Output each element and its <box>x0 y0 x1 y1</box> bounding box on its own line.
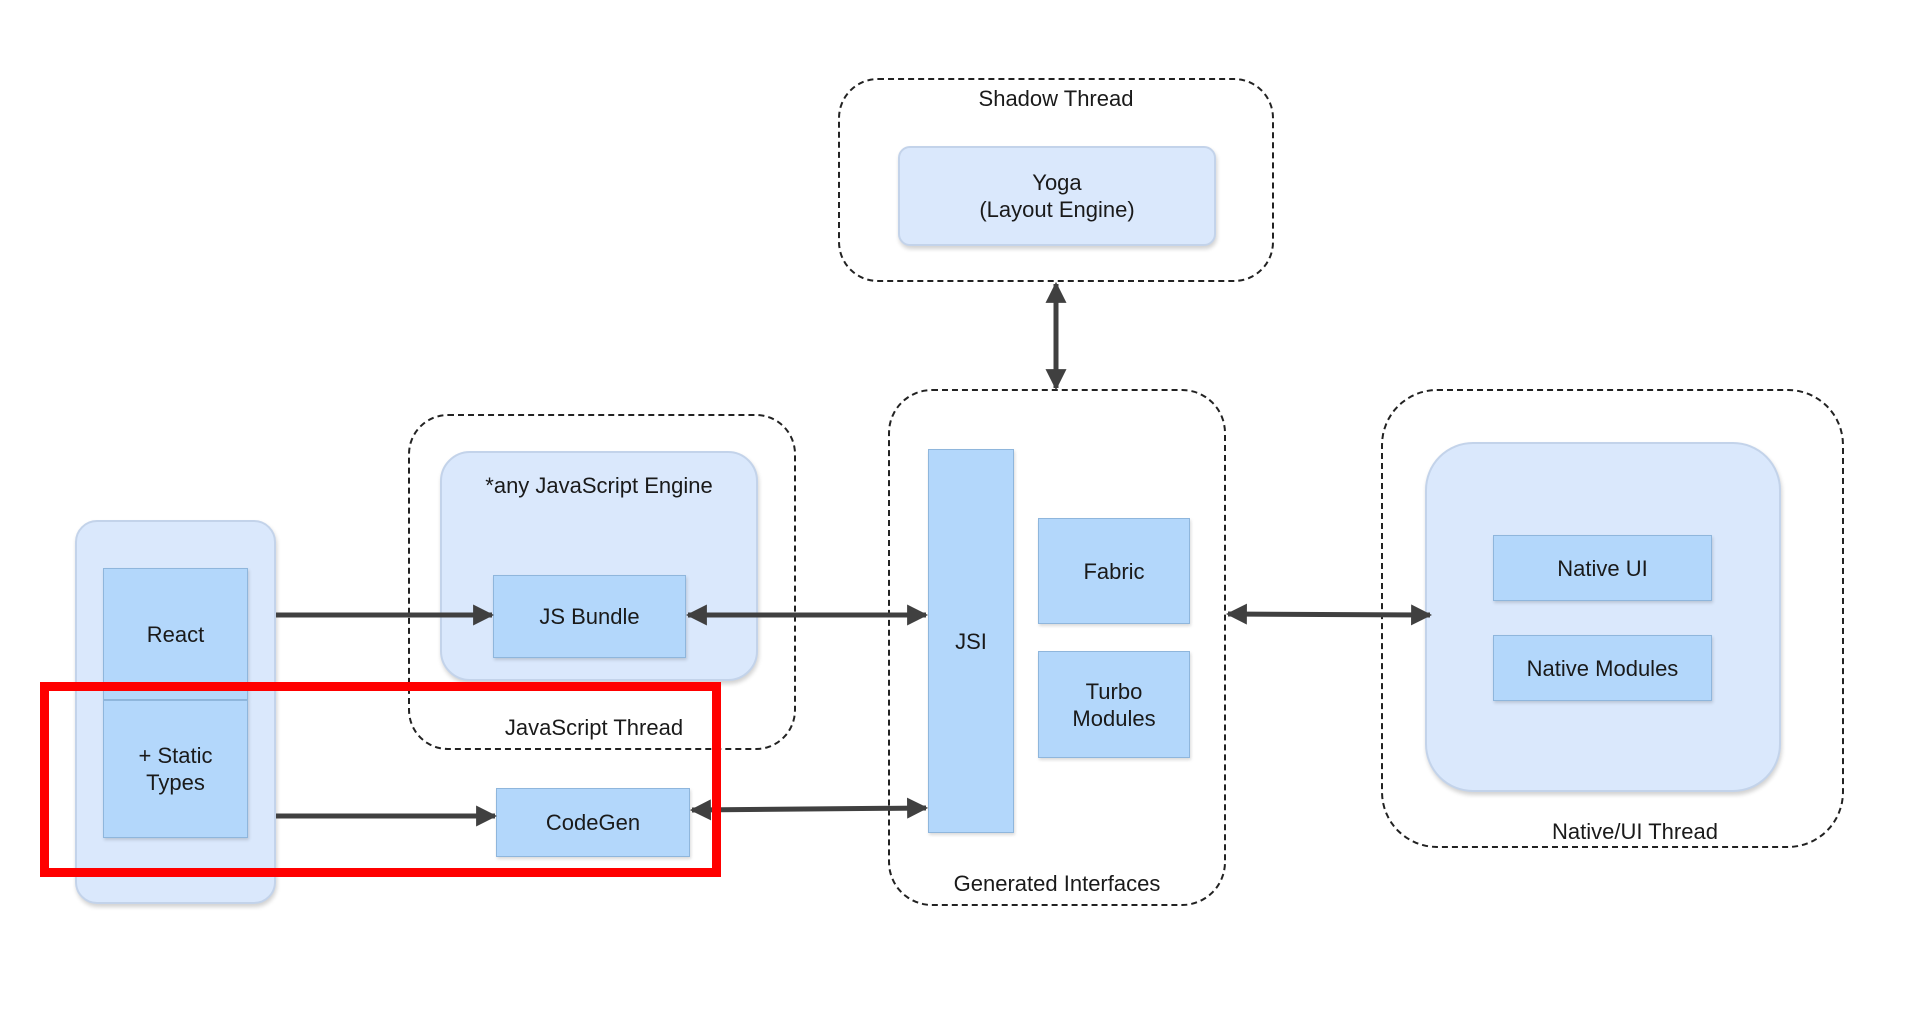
static-types-label: + Static Types <box>138 743 213 795</box>
react-label: React <box>146 621 205 647</box>
shadow-thread-label: Shadow Thread <box>978 86 1134 111</box>
shadow-thread-container <box>838 78 1274 282</box>
yoga-label: Yoga (Layout Engine) <box>979 170 1135 222</box>
native-thread-label: Native/UI Thread <box>1552 819 1718 844</box>
jsi-label: JSI <box>955 628 987 654</box>
native-modules-label: Native Modules <box>1526 655 1679 681</box>
react-box: React <box>103 568 248 700</box>
native-modules-box: Native Modules <box>1493 635 1712 701</box>
js-engine-label: *any JavaScript Engine <box>485 473 713 498</box>
javascript-thread-label: JavaScript Thread <box>504 715 684 740</box>
arrow-generated-native <box>1225 603 1433 626</box>
native-ui-box: Native UI <box>1493 535 1712 601</box>
jsi-box: JSI <box>928 449 1014 833</box>
generated-interfaces-label: Generated Interfaces <box>953 871 1161 896</box>
yoga-box: Yoga (Layout Engine) <box>898 146 1216 246</box>
highlight-box <box>40 682 721 877</box>
arrow-codegen-jsi <box>689 797 929 821</box>
turbo-modules-box: Turbo Modules <box>1038 651 1190 758</box>
turbo-modules-label: Turbo Modules <box>1072 678 1156 731</box>
codegen-label: CodeGen <box>545 810 641 835</box>
native-group <box>1425 442 1781 792</box>
js-bundle-label: JS Bundle <box>539 604 640 629</box>
static-types-box: + Static Types <box>103 700 248 838</box>
javascript-thread-container <box>408 414 796 750</box>
fabric-label: Fabric <box>1083 558 1145 584</box>
js-bundle-box: JS Bundle <box>493 575 686 658</box>
codegen-box: CodeGen <box>496 788 690 857</box>
native-ui-label: Native UI <box>1557 555 1648 581</box>
fabric-box: Fabric <box>1038 518 1190 624</box>
